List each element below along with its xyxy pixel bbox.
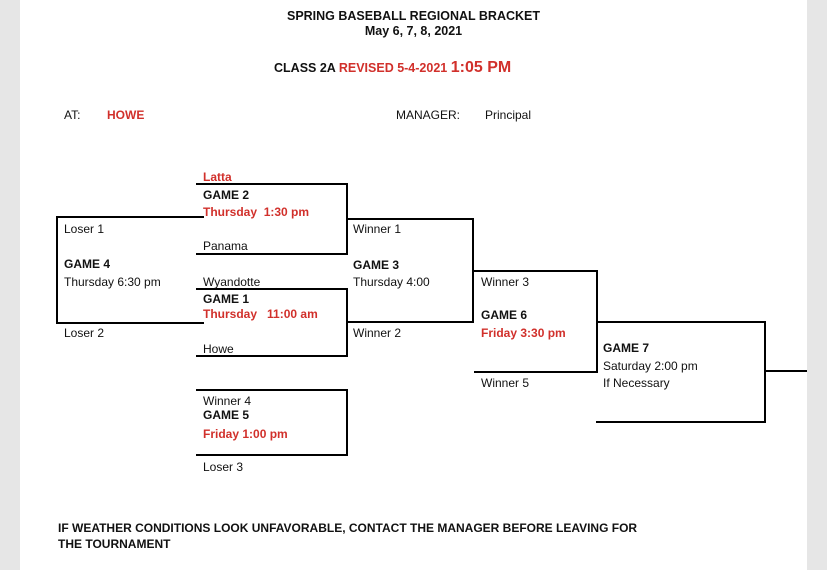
game7-top-line: [596, 321, 766, 323]
game6-top-team: Winner 3: [481, 275, 530, 289]
game6-title: GAME 6: [481, 308, 528, 322]
game7-schedule: Saturday 2:00 pm: [603, 359, 698, 373]
weather-notice-line1: IF WEATHER CONDITIONS LOOK UNFAVORABLE, …: [58, 521, 638, 535]
game1-top-line: [196, 288, 348, 290]
game1-top-team: Wyandotte: [203, 275, 261, 289]
document-title: SPRING BASEBALL REGIONAL BRACKET: [286, 9, 541, 23]
game1-bottom-line: [196, 355, 348, 357]
champion-line: [764, 370, 807, 372]
manager-label: MANAGER:: [396, 108, 461, 122]
game5-top-line: [196, 389, 348, 391]
document-dates: May 6, 7, 8, 2021: [364, 24, 463, 38]
game2-title: GAME 2: [203, 188, 250, 202]
class-label: CLASS 2A: [274, 61, 336, 75]
game3-schedule: Thursday 4:00: [353, 275, 430, 289]
game2-top-team: Latta: [203, 170, 232, 184]
game4-bottom-team: Loser 2: [64, 326, 105, 340]
game4-side-line: [56, 216, 58, 324]
game2-bottom-line: [196, 253, 348, 255]
game2-day: Thursday: [203, 205, 258, 219]
game7-note: If Necessary: [603, 376, 670, 390]
game5-schedule: Friday 1:00 pm: [203, 427, 288, 441]
game6-top-line: [474, 270, 598, 272]
game4-schedule: Thursday 6:30 pm: [64, 275, 161, 289]
game6-bottom-team: Winner 5: [481, 376, 530, 390]
game6-schedule: Friday 3:30 pm: [481, 326, 566, 340]
at-label: AT:: [64, 108, 81, 122]
game4-top-team: Loser 1: [64, 222, 105, 236]
game5-top-team: Winner 4: [203, 394, 252, 408]
game5-side-line: [346, 389, 348, 456]
game3-bottom-line: [346, 321, 474, 323]
class-line: CLASS 2A REVISED 5-4-2021 1:05 PM: [274, 59, 512, 76]
game7-title: GAME 7: [603, 341, 650, 355]
game6-bottom-line: [474, 371, 598, 373]
game5-bottom-line: [196, 454, 348, 456]
game3-side-line: [472, 218, 474, 323]
game7-side-line: [764, 321, 766, 423]
game3-title: GAME 3: [353, 258, 400, 272]
game3-top-line: [346, 218, 474, 220]
game2-bottom-team: Panama: [203, 239, 248, 253]
game1-schedule: Thursday 11:00 am: [203, 307, 318, 321]
host-site: HOWE: [107, 108, 145, 122]
game2-schedule: Thursday 1:30 pm: [203, 205, 309, 219]
game5-bottom-team: Loser 3: [203, 460, 244, 474]
game3-bottom-team: Winner 2: [353, 326, 402, 340]
game4-title: GAME 4: [64, 257, 111, 271]
weather-notice-line2: THE TOURNAMENT: [58, 537, 171, 551]
game1-day: Thursday: [203, 307, 258, 321]
game3-top-team: Winner 1: [353, 222, 402, 236]
revised-label: REVISED 5-4-2021: [338, 61, 448, 75]
game1-bottom-team: Howe: [203, 342, 234, 356]
game5-title: GAME 5: [203, 408, 250, 422]
game2-time: 1:30 pm: [263, 205, 310, 219]
game1-time: 11:00 am: [267, 307, 318, 321]
game1-title: GAME 1: [203, 292, 250, 306]
bracket-document: SPRING BASEBALL REGIONAL BRACKET May 6, …: [20, 0, 807, 570]
game4-top-line: [56, 216, 204, 218]
manager-value: Principal: [485, 108, 532, 122]
game7-bottom-line: [596, 421, 766, 423]
revised-time: 1:05 PM: [450, 59, 512, 76]
game2-top-line: [196, 183, 348, 185]
game4-bottom-line: [56, 322, 204, 324]
